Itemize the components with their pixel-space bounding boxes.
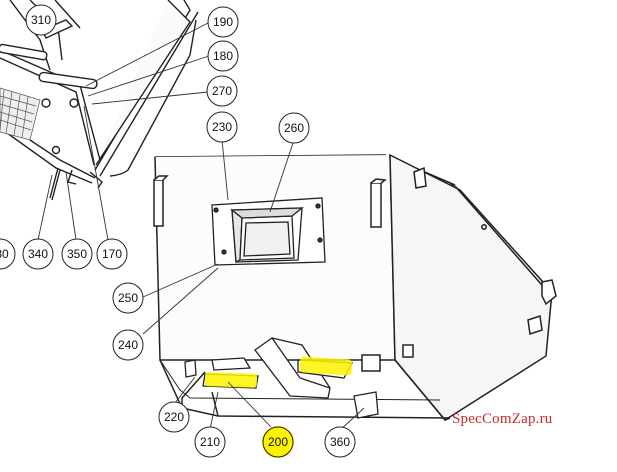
callout-250: 250 <box>112 282 144 314</box>
upper-assembly <box>0 0 199 201</box>
callout-310: 310 <box>25 4 57 36</box>
callout-190: 190 <box>207 6 239 38</box>
callout-270: 270 <box>206 75 238 107</box>
svg-text:230: 230 <box>212 120 232 134</box>
svg-text:240: 240 <box>118 338 138 352</box>
callout-200: 200 <box>262 426 294 458</box>
callout-220: 220 <box>158 401 190 433</box>
highlight-left-slot <box>204 372 258 388</box>
svg-text:340: 340 <box>28 247 48 261</box>
callout-350: 350 <box>61 238 93 270</box>
callout-260: 260 <box>278 112 310 144</box>
callout-210: 210 <box>194 426 226 458</box>
outlet-plate <box>211 197 326 266</box>
callout-240: 240 <box>112 329 144 361</box>
svg-text:200: 200 <box>268 435 288 449</box>
highlight-right-slot <box>299 356 353 376</box>
leader-lines <box>37 21 365 433</box>
callout-80: 80 <box>0 238 16 270</box>
callout-180: 180 <box>207 40 239 72</box>
callout-360: 360 <box>324 426 356 458</box>
svg-text:190: 190 <box>213 15 233 29</box>
svg-text:310: 310 <box>31 13 51 27</box>
callout-230: 230 <box>206 111 238 143</box>
grate-mesh <box>0 87 41 141</box>
svg-text:360: 360 <box>330 435 350 449</box>
callout-340: 340 <box>22 238 54 270</box>
svg-text:250: 250 <box>118 291 138 305</box>
svg-text:270: 270 <box>212 84 232 98</box>
svg-text:350: 350 <box>67 247 87 261</box>
watermark: SpecComZap.ru <box>452 411 553 427</box>
callout-170: 170 <box>96 238 128 270</box>
callouts: 310 190 180 270 230 260 80 340 350 170 2… <box>0 4 356 458</box>
svg-text:260: 260 <box>284 121 304 135</box>
svg-text:210: 210 <box>200 435 220 449</box>
svg-text:220: 220 <box>164 410 184 424</box>
svg-text:170: 170 <box>102 247 122 261</box>
svg-text:80: 80 <box>0 247 9 261</box>
svg-text:180: 180 <box>213 49 233 63</box>
